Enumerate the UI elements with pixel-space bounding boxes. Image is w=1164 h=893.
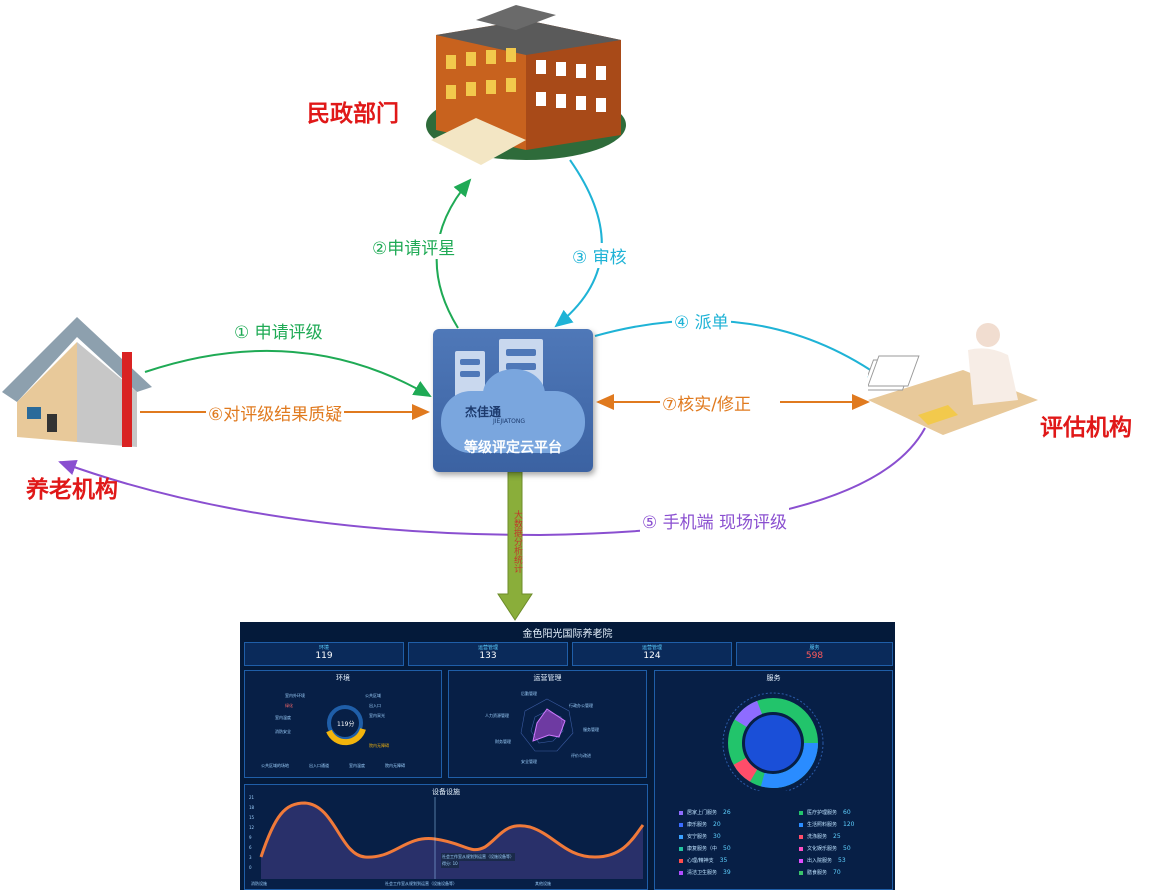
flow-label-apply-rating: ① 申请评级 [232,318,325,343]
flow-label-verify: ⑦核实/修正 [660,390,753,415]
arrow-big-data [497,471,533,621]
platform-brand-en: JIEJIATONG [493,418,526,425]
platform-brand: 杰佳通 [465,405,502,419]
house-icon [2,317,152,447]
assessment-org-label: 评估机构 [1040,415,1132,441]
arrow-apply-rating [144,349,432,398]
arrow-mobile-assess [58,427,926,537]
flow-label-review: ③ 审核 [570,243,629,268]
elderly-institution-label: 养老机构 [26,477,118,503]
flow-label-apply-star: ②申请评星 [370,234,458,259]
flow-label-mobile-assess: ⑤ 手机端 现场评级 [640,508,790,533]
platform-name: 等级评定云平台 [464,440,562,456]
cloud-platform-node: 杰佳通 JIEJIATONG 等级评定云平台 [433,329,593,472]
civil-affairs-label: 民政部门 [307,101,399,127]
government-building-icon [426,5,626,165]
flow-label-dispatch: ④ 派单 [672,308,731,333]
flow-label-big-data: 大数据分析统计 [512,510,522,573]
dashboard-title: 金色阳光国际养老院 [522,629,613,640]
device-panel: 设备设施 21 18 15 12 9 6 3 0 社会工作室从规划到运营（设施设… [244,784,648,890]
person-at-desk-icon [868,323,1038,435]
env-panel: 环境 119分 室内外环境 绿化 室内温度 消防安全 公共区域 出入口 室内采光… [244,670,442,778]
flow-label-dispute: ⑥对评级结果质疑 [206,400,345,425]
ops-panel: 运营管理 后勤管理 行政办公管理 服务管理 评价与改进 安全管理 财务管理 人力… [448,670,647,778]
arrow-dispatch [594,319,887,382]
